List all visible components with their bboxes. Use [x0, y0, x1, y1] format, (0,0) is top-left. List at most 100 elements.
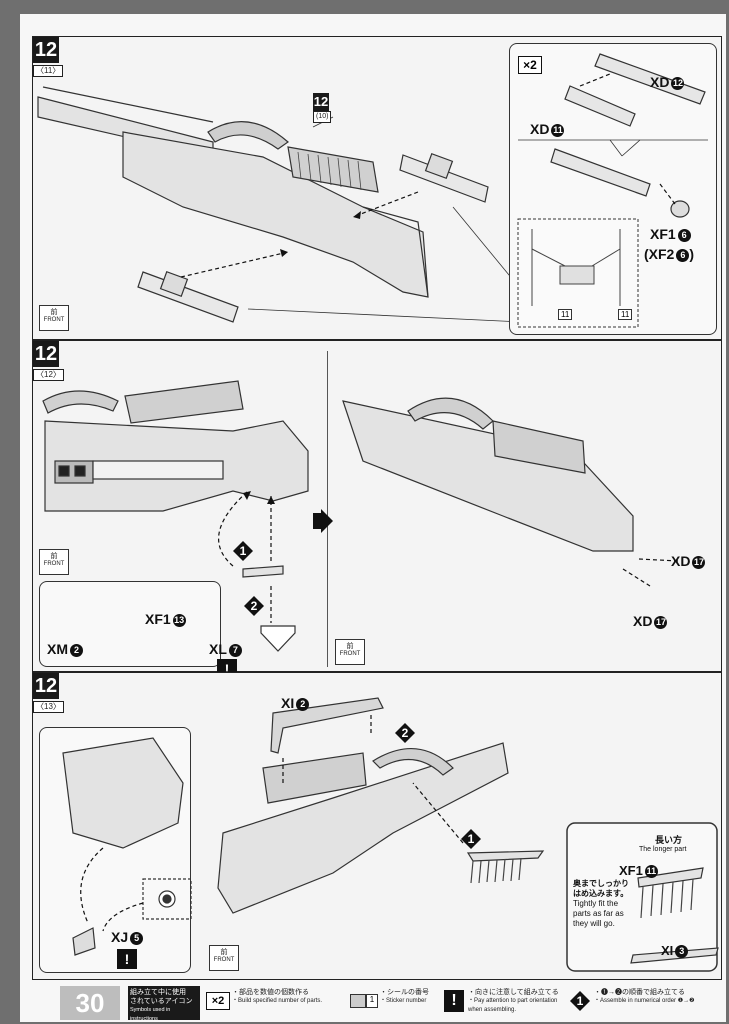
- front-kanji: 前: [220, 949, 228, 956]
- detail-subpanel-xd: ×2: [509, 43, 717, 335]
- legend-warning-icon: !: [444, 990, 464, 1012]
- step-panel-12: 12 〈12〉: [32, 340, 722, 679]
- step-number: 12: [33, 673, 59, 699]
- part-number: 3: [675, 945, 689, 959]
- reference-substep-number: (10): [313, 111, 332, 123]
- legend-title: 組み立て中に使用 されているアイコン Symbols used in instr…: [128, 986, 200, 1022]
- part-number: 11: [551, 123, 565, 137]
- front-indicator: 前 FRONT: [335, 639, 365, 665]
- part-number: 6: [677, 228, 691, 242]
- substep-number: 〈13〉: [33, 701, 64, 713]
- rifle-drawing-step13: [62, 697, 719, 972]
- legend-order-icon: 1: [570, 991, 590, 1011]
- front-kanji: 前: [50, 553, 58, 560]
- front-indicator: 前 FRONT: [39, 549, 69, 575]
- legend-title-jp-2: されているアイコン: [130, 998, 193, 1005]
- legend-multiplier-icon: ×2: [206, 992, 230, 1010]
- multiplier-badge: ×2: [518, 56, 542, 74]
- sticker-number-left: 11: [558, 309, 573, 320]
- order-marker-1: 1: [233, 541, 253, 561]
- part-number: 11: [644, 865, 658, 879]
- xd-detail-drawing: [517, 53, 708, 328]
- step-number: 12: [33, 341, 59, 367]
- legend-warning-jp: ・向きに注意して組み立てる: [468, 989, 559, 996]
- part-code: XD: [650, 74, 670, 90]
- part-number: 7: [228, 643, 242, 657]
- legend-order-jp: ・❶→❷の順番で組み立てる: [594, 989, 685, 996]
- substep-number: 〈12〉: [33, 369, 64, 381]
- part-code: XF1: [650, 226, 676, 242]
- substep-number: 〈11〉: [33, 65, 64, 77]
- legend-warning-en-2: when assembling.: [468, 1007, 517, 1013]
- legend-title-en: Symbols used in instructions: [130, 1007, 171, 1022]
- legend-warning-en-1: ・Pay attention to part orientation: [468, 998, 558, 1004]
- order-marker-1: 1: [461, 829, 481, 849]
- part-code: XL: [209, 641, 227, 657]
- part-code: XM: [47, 641, 68, 657]
- reference-step-number: 12: [313, 93, 329, 111]
- legend-multiplier-jp: ・部品を数値の個数作る: [232, 989, 309, 996]
- legend-sticker-jp: ・シールの番号: [380, 989, 429, 996]
- tight-fit-jp-1: 奥までしっかり: [573, 879, 629, 888]
- front-label: FRONT: [43, 317, 65, 323]
- order-marker-2: 2: [395, 723, 415, 743]
- legend-order-en: ・Assemble in numerical order ❶→❷: [594, 998, 695, 1004]
- legend-title-jp-1: 組み立て中に使用: [130, 989, 186, 996]
- front-indicator: 前 FRONT: [39, 305, 69, 331]
- part-code-close: ): [689, 246, 695, 262]
- longer-part-en: The longer part: [639, 846, 687, 853]
- part-code: XI: [661, 943, 674, 958]
- orientation-warning: !: [117, 949, 137, 969]
- sticker-number-right: 11: [618, 309, 633, 320]
- front-label: FRONT: [213, 957, 235, 963]
- part-code: XJ: [111, 929, 129, 945]
- part-code: XD: [530, 121, 550, 137]
- tight-fit-en-1: Tightly fit the: [573, 899, 619, 908]
- part-number: 17: [692, 555, 706, 569]
- front-indicator: 前 FRONT: [209, 945, 239, 971]
- front-kanji: 前: [346, 643, 354, 650]
- part-number: 12: [671, 76, 685, 90]
- part-code: XD: [633, 613, 653, 629]
- order-marker-2: 2: [244, 596, 264, 616]
- tight-fit-en-3: they will go.: [573, 919, 615, 928]
- page-number: 30: [60, 986, 120, 1020]
- part-number: 2: [296, 697, 310, 711]
- front-label: FRONT: [339, 651, 361, 657]
- panel-divider: [327, 351, 328, 667]
- rifle-drawing-step12: [42, 380, 679, 652]
- step-panel-13: 12 〈13〉: [32, 672, 722, 980]
- rifle-drawing-step11: [37, 86, 524, 323]
- legend-sticker-text: ・シールの番号 ・Sticker number: [380, 988, 429, 1006]
- tight-fit-jp-2: はめ込みます。: [573, 889, 629, 898]
- part-code: XF1: [145, 611, 171, 627]
- part-number: 17: [654, 615, 668, 629]
- legend-warning-text: ・向きに注意して組み立てる ・Pay attention to part ori…: [468, 988, 559, 1015]
- legend-multiplier-en: ・Build specified number of parts.: [232, 998, 323, 1004]
- front-kanji: 前: [50, 309, 58, 316]
- part-number: 13: [172, 613, 186, 627]
- part-number: 5: [130, 931, 144, 945]
- legend-order-text: ・❶→❷の順番で組み立てる ・Assemble in numerical ord…: [594, 988, 694, 1006]
- detail-subpanel-xm: [39, 581, 221, 667]
- legend-sticker-number: 1: [366, 994, 378, 1008]
- part-number: 2: [70, 643, 83, 657]
- footer-legend: 30 組み立て中に使用 されているアイコン Symbols used in in…: [20, 984, 726, 1022]
- legend-sticker-icon: [350, 994, 366, 1008]
- longer-part-jp: 長い方: [655, 835, 683, 845]
- instruction-page: 12 〈11〉: [20, 14, 726, 1022]
- part-code: XD: [671, 553, 691, 569]
- tight-fit-en-2: parts as far as: [573, 909, 624, 918]
- part-code: XF1: [619, 863, 643, 878]
